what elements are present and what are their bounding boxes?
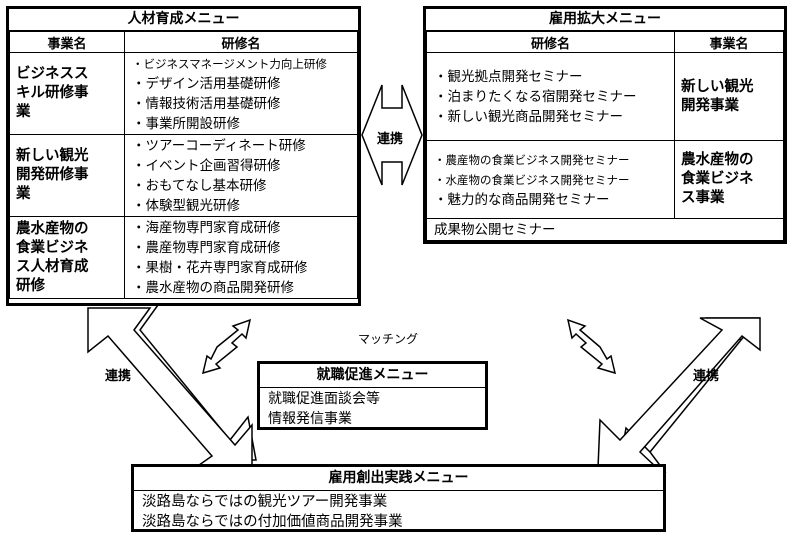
job-menu-box: 就職促進メニュー 就職促進面談会等 情報発信事業 (257, 361, 488, 430)
employment-menu-title: 雇用拡大メニュー (426, 9, 784, 31)
link-arrow-center (361, 84, 423, 186)
creation-menu-box: 雇用創出実践メニュー 淡路島ならではの観光ツアー開発事業 淡路島ならではの付加価… (131, 464, 666, 532)
emp-row-category: 新しい観光開発事業 (674, 52, 784, 141)
matching-arrow-left (201, 318, 252, 375)
hr-row-category: 農水産物の食業ビジネス人材育成研修 (9, 216, 125, 299)
emp-row: ・観光拠点開発セミナー・泊まりたくなる宿開発セミナー・新しい観光商品開発セミナー… (426, 52, 784, 141)
link-label-right: 連携 (693, 369, 720, 384)
hr-menu-title: 人材育成メニュー (9, 9, 358, 31)
link-label-left: 連携 (105, 369, 132, 384)
hr-col-training: 研修名 (124, 31, 358, 53)
employment-menu-box: 雇用拡大メニュー 研修名 事業名 ・観光拠点開発セミナー・泊まりたくなる宿開発セ… (423, 6, 787, 244)
emp-row-items: ・観光拠点開発セミナー・泊まりたくなる宿開発セミナー・新しい観光商品開発セミナー (426, 52, 675, 141)
matching-arrow-right (566, 318, 617, 375)
emp-col-training: 研修名 (426, 31, 675, 53)
emp-footer: 成果物公開セミナー (426, 218, 784, 241)
employment-menu-table: 研修名 事業名 ・観光拠点開発セミナー・泊まりたくなる宿開発セミナー・新しい観光… (426, 31, 784, 241)
hr-menu-box: 人材育成メニュー 事業名 研修名 ビジネススキル研修事業 ・ビジネスマネージメン… (6, 6, 361, 306)
hr-row: 新しい観光開発研修事業 ・ツアーコーディネート研修・イベント企画習得研修・おもて… (9, 134, 358, 217)
hr-row-category: 新しい観光開発研修事業 (9, 134, 125, 217)
matching-label: マッチング (358, 332, 419, 346)
emp-row-items: ・農産物の食業ビジネス開発セミナー・水産物の食業ビジネス開発セミナー・魅力的な商… (426, 140, 675, 219)
hr-row-category: ビジネススキル研修事業 (9, 52, 125, 135)
creation-menu-title: 雇用創出実践メニュー (134, 467, 663, 491)
hr-col-category: 事業名 (9, 31, 125, 53)
emp-row: ・農産物の食業ビジネス開発セミナー・水産物の食業ビジネス開発セミナー・魅力的な商… (426, 140, 784, 219)
hr-row-items: ・海産物専門家育成研修・農産物専門家育成研修・果樹・花卉専門家育成研修・農水産物… (124, 216, 358, 299)
hr-row: ビジネススキル研修事業 ・ビジネスマネージメント力向上研修・デザイン活用基礎研修… (9, 52, 358, 135)
creation-menu-items: 淡路島ならではの観光ツアー開発事業 淡路島ならではの付加価値商品開発事業 (142, 494, 403, 530)
job-menu-items: 就職促進面談会等 情報発信事業 (268, 391, 380, 427)
emp-row-category: 農水産物の食業ビジネス事業 (674, 140, 784, 219)
hr-row-items: ・ビジネスマネージメント力向上研修・デザイン活用基礎研修・情報技術活用基礎研修・… (124, 52, 358, 135)
hr-row: 農水産物の食業ビジネス人材育成研修 ・海産物専門家育成研修・農産物専門家育成研修… (9, 216, 358, 299)
link-arrow-left-body (87, 307, 253, 471)
emp-col-category: 事業名 (674, 31, 784, 53)
hr-row-items: ・ツアーコーディネート研修・イベント企画習得研修・おもてなし基本研修・体験型観光… (124, 134, 358, 217)
hr-menu-table: 事業名 研修名 ビジネススキル研修事業 ・ビジネスマネージメント力向上研修・デザ… (9, 31, 358, 299)
link-arrow-right-body (597, 317, 761, 469)
link-label-center: 連携 (377, 132, 404, 147)
job-menu-title: 就職促進メニュー (260, 364, 485, 388)
